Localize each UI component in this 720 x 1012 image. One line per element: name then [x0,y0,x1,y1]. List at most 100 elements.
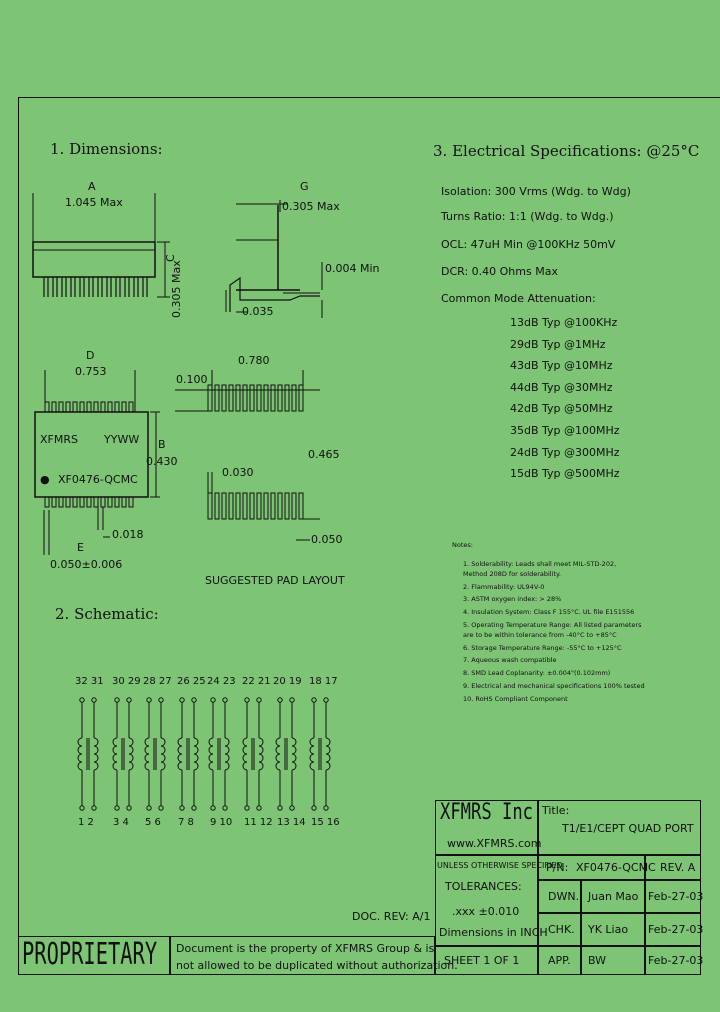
drawing-frame [18,97,720,975]
schematic-pin-label: 13 14 [277,817,306,828]
note-item: Method 208D for solderability. [463,569,561,578]
tolerance-header: UNLESS OTHERWISE SPECIFIED [437,861,563,870]
terminal-dot-icon [114,805,120,811]
terminal-dot-icon [126,805,132,811]
notes-list: 1. Solderability: Leads shall meet MIL-S… [463,560,645,705]
note-item: 3. ASTM oxygen index: > 28% [463,595,562,604]
schematic-pin-label: 20 19 [273,676,302,687]
spec-cma-row: 13dB Typ @100KHz [510,316,618,329]
schematic-heading: 2. Schematic: [55,605,159,623]
winding-icon [275,737,281,771]
dim-g-value: 0.305 Max [282,200,340,213]
schematic-pin-label: 11 12 [244,817,273,828]
dimensions-heading: 1. Dimensions: [50,140,163,158]
document-revision: DOC. REV: A/1 [352,910,431,923]
company-name: XFMRS Inc [440,800,533,825]
title-block-cell [645,913,701,946]
winding-icon [309,737,315,771]
marking-xfmrs: XFMRS [40,433,78,446]
tolerance-value: .xxx ±0.010 [452,905,520,918]
note-item: are to be within tolerance from -40°C to… [463,630,617,639]
winding-icon [177,737,183,771]
marking-datecode: YYWW [104,433,140,446]
marking-part-number: XF0476-QCMC [58,473,138,486]
dim-min-value: 0.004 Min [325,262,380,275]
terminal-dot-icon [191,805,197,811]
spec-cma-row: 29dB Typ @1MHz [510,338,606,351]
title-block-rev-cell [645,855,701,880]
pad-row-spacing-value: 0.465 [308,448,340,461]
terminal-dot-icon [158,805,164,811]
schematic-pin-label: 26 25 [177,676,206,687]
schematic-pin-label: 28 27 [143,676,172,687]
pn-label: P/N: [546,861,569,874]
proprietary-cell [18,936,170,975]
app-date: Feb-27-03 [648,954,704,967]
terminal-dot-icon [179,697,185,703]
terminal-dot-icon [191,697,197,703]
terminal-dot-icon [79,697,85,703]
pad-width-value: 0.030 [222,466,254,479]
chk-name: YK Liao [588,923,629,936]
schematic-pin-label: 30 29 [112,676,141,687]
title-label: Title: [542,804,570,817]
spec-cma-row: 35dB Typ @100MHz [510,424,620,437]
spec-isolation: Isolation: 300 Vrms (Wdg. to Wdg) [441,185,631,198]
title-block-tolerance-cell [435,855,538,946]
pad-layout-caption: SUGGESTED PAD LAYOUT [205,574,345,587]
winding-icon [144,737,150,771]
note-item: 7. Aqueous wash compatible [463,656,557,665]
schematic-pin-label: 24 23 [207,676,236,687]
title-block-cell [581,913,645,946]
dim-a-label: A [88,180,96,193]
title-block-cell [581,880,645,913]
schematic-pin-label: 32 31 [75,676,104,687]
winding-icon [128,737,134,771]
app-name: BW [588,954,607,967]
terminal-dot-icon [210,805,216,811]
app-label: APP. [548,954,571,967]
title-block-cell [645,880,701,913]
terminal-dot-icon [179,805,185,811]
note-item: 4. Insulation System: Class F 155°C. UL … [463,608,635,617]
spec-cma-row: 42dB Typ @50MHz [510,402,613,415]
spec-dcr: DCR: 0.40 Ohms Max [441,265,558,278]
pad-length-value: 0.050 [311,533,343,546]
winding-icon [77,737,83,771]
dwn-date: Feb-27-03 [648,890,704,903]
proprietary-text-cell [170,936,435,975]
terminal-dot-icon [244,805,250,811]
terminal-dot-icon [79,805,85,811]
spec-ocl: OCL: 47uH Min @100KHz 50mV [441,238,616,251]
dim-a-value: 1.045 Max [65,196,123,209]
electrical-heading: 3. Electrical Specifications: @25°C [433,142,700,160]
terminal-dot-icon [323,697,329,703]
note-item: 9. Electrical and mechanical specificati… [463,681,645,690]
spec-turns-ratio: Turns Ratio: 1:1 (Wdg. to Wdg.) [441,210,614,223]
note-item: 6. Storage Temperature Range: -55°C to +… [463,643,622,652]
note-item: 2. Flammability: UL94V-0 [463,582,545,591]
schematic-pin-label: 1 2 [78,817,94,828]
tolerances-label: TOLERANCES: [445,880,522,893]
terminal-dot-icon [323,805,329,811]
winding-icon [112,737,118,771]
winding-icon [258,737,264,771]
dim-d-label: D [86,349,95,362]
drawing-title: T1/E1/CEPT QUAD PORT [562,822,694,835]
dwn-label: DWN. [548,890,580,903]
terminal-dot-icon [146,805,152,811]
spec-cma-row: 43dB Typ @10MHz [510,359,613,372]
winding-icon [291,737,297,771]
title-block-company-cell [435,800,538,855]
schematic-pin-label: 9 10 [210,817,233,828]
pin1-dot-icon: ● [40,473,50,486]
part-number: XF0476-QCMC [576,861,656,874]
notes-title: Notes: [452,541,473,549]
title-block-cell [538,946,581,975]
sheet-number: SHEET 1 OF 1 [444,954,520,967]
title-block-title-cell [538,800,701,855]
pad-pitch-value: 0.100 [176,373,208,386]
winding-icon [193,737,199,771]
winding-icon [93,737,99,771]
